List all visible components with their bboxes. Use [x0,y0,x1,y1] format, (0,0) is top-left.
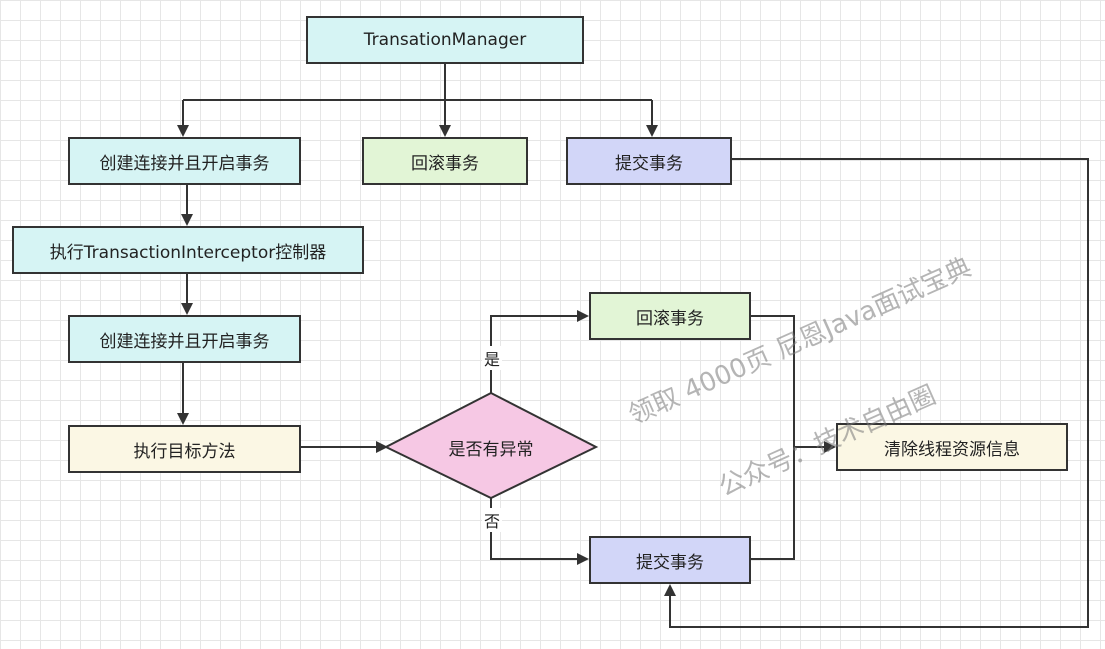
yes-label: 是 [482,346,503,370]
rollback-top-label: 回滚事务 [411,153,479,174]
edge-rollback-clear [751,315,795,447]
commit-top-node: 提交事务 [566,137,732,185]
commit-top-label: 提交事务 [615,153,683,174]
edge-commit-top-loop [664,158,1089,628]
commit-label: 提交事务 [636,552,704,573]
rollback-label: 回滚事务 [636,308,704,329]
edge-decision-yes [490,310,589,393]
create-connection-node-1: 创建连接并且开启事务 [68,137,301,185]
manager-node: TransationManager [306,16,584,64]
create2-label: 创建连接并且开启事务 [99,331,270,352]
clear-thread-node: 清除线程资源信息 [836,423,1068,471]
target-label: 执行目标方法 [133,441,236,462]
clear-label: 清除线程资源信息 [884,439,1020,460]
rollback-node: 回滚事务 [589,292,751,340]
commit-node: 提交事务 [589,536,751,584]
no-label: 否 [482,508,503,532]
rollback-top-node: 回滚事务 [362,137,528,185]
edge-commit-clear [751,447,795,560]
decision-label: 是否有异常 [448,440,534,460]
interceptor-label: 执行TransactionInterceptor控制器 [49,242,327,263]
interceptor-node: 执行TransactionInterceptor控制器 [12,226,364,274]
decision-diamond [383,391,599,500]
create1-label: 创建连接并且开启事务 [99,153,270,174]
target-method-node: 执行目标方法 [68,425,301,473]
create-connection-node-2: 创建连接并且开启事务 [68,315,301,363]
manager-label: TransationManager [363,30,527,50]
edge-decision-no [490,498,589,565]
